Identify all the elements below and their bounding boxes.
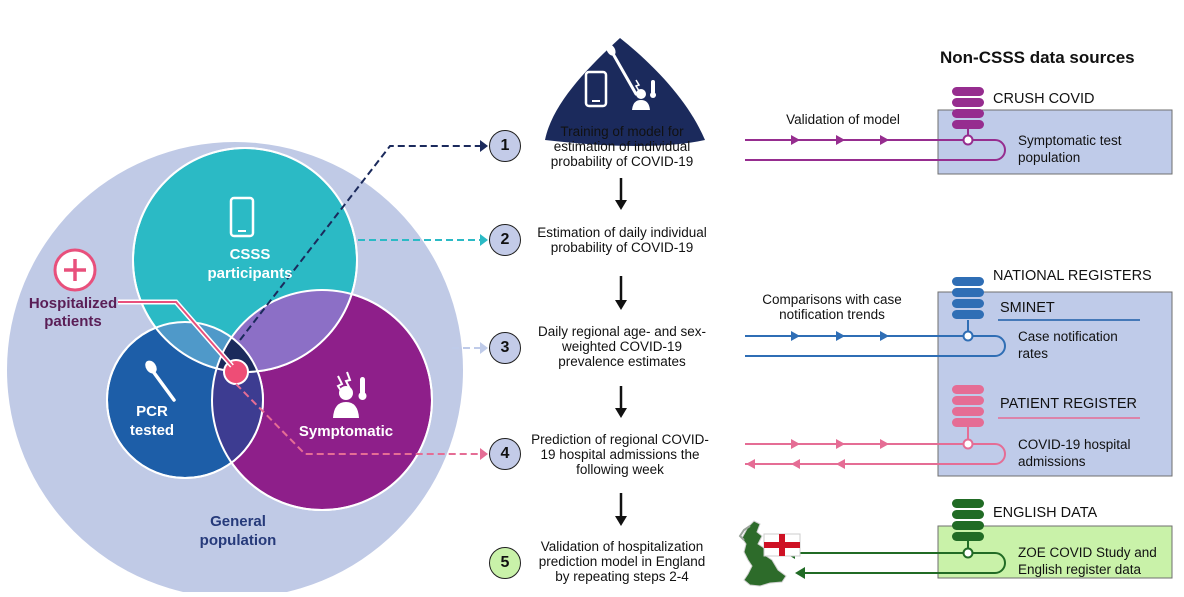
step-4-text: Prediction of regional COVID-19 hospital… bbox=[531, 432, 709, 477]
symptomatic-label: Symptomatic bbox=[298, 423, 394, 440]
crush-database-icon bbox=[952, 87, 984, 129]
sminet-title: SMINET bbox=[1000, 300, 1055, 316]
patient-register-desc: COVID-19 hospital admissions bbox=[1018, 437, 1131, 469]
dashed-connector-2 bbox=[336, 234, 488, 246]
national-registers-title: NATIONAL REGISTERS bbox=[993, 268, 1152, 284]
sminet-database-icon bbox=[952, 277, 984, 319]
step-4-number: 4 bbox=[489, 438, 521, 470]
patient-register-link bbox=[745, 422, 1006, 469]
hospitalized-pointer bbox=[118, 301, 233, 367]
step-arrow-4-5 bbox=[615, 493, 627, 526]
english-database-icon bbox=[952, 499, 984, 541]
step-5-text: Validation of hospitalization prediction… bbox=[538, 539, 706, 584]
step-3-number: 3 bbox=[489, 332, 521, 364]
step-arrow-3-4 bbox=[615, 386, 627, 418]
non-csss-header: Non-CSSS data sources bbox=[940, 48, 1135, 67]
validation-of-model-label: Validation of model bbox=[786, 112, 900, 127]
dashed-connector-3 bbox=[452, 342, 488, 354]
sminet-desc: Case notification rates bbox=[1018, 329, 1118, 361]
dashed-connector-1 bbox=[239, 140, 488, 341]
step-arrow-2-3 bbox=[615, 276, 627, 310]
english-data-desc: ZOE COVID Study and English register dat… bbox=[1018, 545, 1157, 577]
national-registers-box bbox=[937, 291, 1173, 477]
hospitalized-patients-label: Hospitalized patients bbox=[28, 295, 118, 330]
smartphone-icon bbox=[229, 196, 255, 238]
england-flag-icon bbox=[763, 533, 801, 557]
step-1-text: Training of model for estimation of indi… bbox=[550, 124, 694, 169]
patient-database-icon bbox=[952, 385, 984, 427]
general-population-label: General population bbox=[199, 513, 277, 549]
swab-icon bbox=[145, 360, 176, 402]
csss-participants-label: CSSS participants bbox=[207, 246, 293, 282]
step-5-number: 5 bbox=[489, 547, 521, 579]
english-data-title: ENGLISH DATA bbox=[993, 505, 1098, 521]
step-2-text: Estimation of daily individual probabili… bbox=[537, 225, 707, 255]
hospital-cross-icon bbox=[53, 248, 97, 292]
csss-symptomatic-overlap bbox=[212, 290, 357, 372]
crush-covid-link bbox=[745, 128, 1006, 161]
sminet-link bbox=[745, 320, 1006, 357]
step-1-number: 1 bbox=[489, 130, 521, 162]
patient-register-title: PATIENT REGISTER bbox=[1000, 396, 1137, 412]
step-2-number: 2 bbox=[489, 224, 521, 256]
dashed-connector-4 bbox=[235, 383, 488, 460]
step-arrow-1-2 bbox=[615, 178, 627, 210]
comparisons-label: Comparisons with case notification trend… bbox=[762, 292, 902, 322]
crush-covid-title: CRUSH COVID bbox=[993, 91, 1095, 107]
data-collection-triangle-icon bbox=[545, 38, 705, 146]
step-3-text: Daily regional age- and sex-weighted COV… bbox=[537, 324, 707, 369]
crush-covid-desc: Symptomatic test population bbox=[1018, 133, 1122, 165]
pcr-tested-label: PCR tested bbox=[129, 403, 175, 439]
symptom-person-icon bbox=[333, 371, 367, 418]
